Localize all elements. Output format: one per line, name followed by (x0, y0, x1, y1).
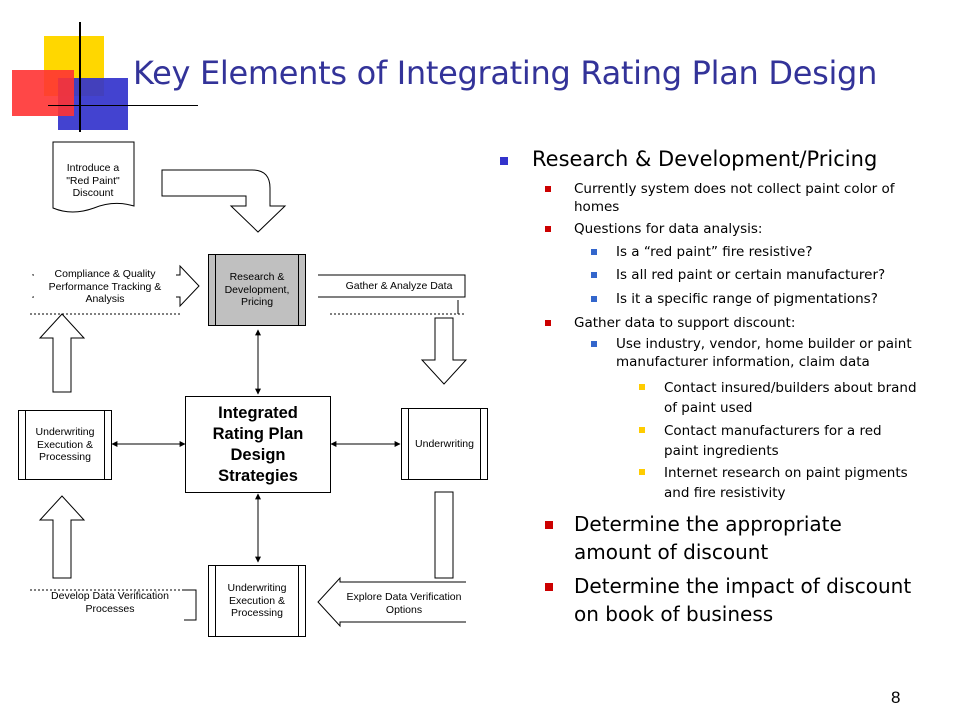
bullet-text: amount of discount (574, 540, 769, 564)
slide-title: Key Elements of Integrating Rating Plan … (133, 54, 878, 92)
bullet-marker (545, 186, 551, 192)
bullet-marker (545, 226, 551, 232)
bullet-text: Is a “red paint” fire resistive? (616, 244, 813, 260)
develop-bracket (184, 589, 197, 621)
bullet-text: paint ingredients (664, 443, 779, 459)
research-box-label: Research & Development, Pricing (224, 271, 290, 309)
explore-label: Explore Data Verification Options (341, 591, 467, 616)
left-up-arrow (38, 313, 86, 393)
page-number: 8 (891, 688, 901, 707)
bullet-text: Currently system does not collect paint … (574, 181, 895, 197)
right-down-arrow (420, 317, 468, 385)
research-box: Research & Development, Pricing (208, 254, 306, 326)
left-box-label: Underwriting Execution & Processing (35, 426, 95, 464)
right-box: Underwriting (401, 408, 488, 480)
bullet-marker (591, 296, 597, 302)
bullet-text: Contact manufacturers for a red (664, 423, 882, 439)
left-up-arrow-lower (38, 495, 86, 579)
bullet-marker (591, 249, 597, 255)
right-box-label: Underwriting (415, 437, 474, 450)
deco-vertical-line (79, 22, 81, 132)
bullet-text: of paint used (664, 400, 753, 416)
gather-label: Gather & Analyze Data (335, 280, 463, 293)
bullet-marker (591, 341, 597, 347)
bottom-box-label: Underwriting Execution & Processing (227, 582, 287, 620)
bullet-text: on book of business (574, 602, 774, 626)
bullet-marker (591, 272, 597, 278)
document-shape (52, 141, 135, 213)
right-down-arrow-lower (434, 491, 454, 579)
bullet-marker (639, 469, 645, 475)
left-box: Underwriting Execution & Processing (18, 410, 112, 480)
bullet-marker (545, 320, 551, 326)
bullet-marker (500, 157, 508, 165)
bullet-text: manufacturer information, claim data (616, 354, 870, 370)
bullet-text: Contact insured/builders about brand (664, 380, 917, 396)
bullet-text: Questions for data analysis: (574, 221, 763, 237)
bullet-text: Is it a specific range of pigmentations? (616, 291, 878, 307)
bullet-text: Is all red paint or certain manufacturer… (616, 267, 886, 283)
center-box: Integrated Rating Plan Design Strategies (185, 396, 331, 493)
bullet-text: and fire resistivity (664, 485, 786, 501)
bullet-marker (639, 384, 645, 390)
bullet-text: Research & Development/Pricing (532, 147, 878, 171)
bullet-marker (639, 427, 645, 433)
bullet-text: homes (574, 199, 620, 215)
compliance-label: Compliance & Quality Performance Trackin… (34, 268, 176, 306)
bullet-text: Internet research on paint pigments (664, 465, 908, 481)
document-label: Introduce a "Red Paint" Discount (66, 162, 120, 199)
curved-arrow (161, 169, 287, 233)
bullet-text: Gather data to support discount: (574, 315, 796, 331)
deco-horizontal-line (48, 105, 198, 106)
center-box-label: Integrated Rating Plan Design Strategies (212, 403, 304, 485)
bullet-marker (545, 583, 553, 591)
bullet-text: Determine the impact of discount (574, 574, 912, 598)
bullet-text: Use industry, vendor, home builder or pa… (616, 336, 912, 352)
bullet-marker (545, 521, 553, 529)
deco-red-square (12, 70, 74, 116)
bottom-box: Underwriting Execution & Processing (208, 565, 306, 637)
bullet-text: Determine the appropriate (574, 512, 842, 536)
develop-label: Develop Data Verification Processes (51, 590, 169, 615)
